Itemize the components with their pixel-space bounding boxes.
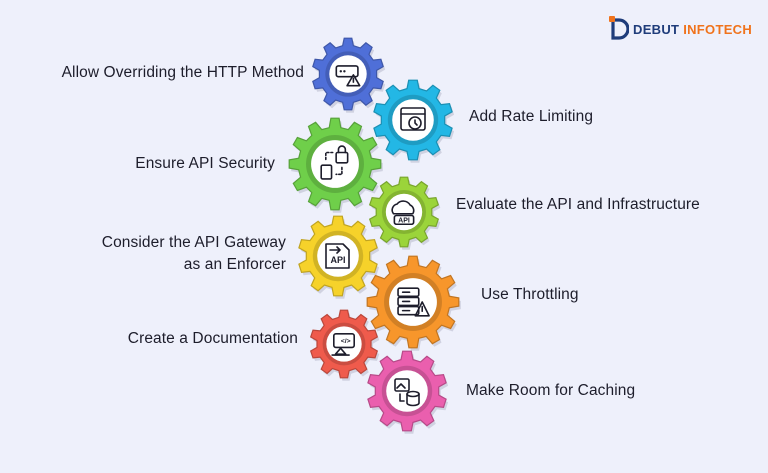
brand-word-1: DEBUT	[633, 21, 680, 37]
step-label-2: Add Rate Limiting	[469, 108, 594, 125]
step-label-8: Make Room for Caching	[466, 382, 636, 399]
image-database-icon	[394, 378, 420, 407]
gear-center	[392, 99, 434, 141]
gear-8	[367, 350, 449, 434]
gear-3	[288, 117, 383, 213]
step-label-5: Consider the API Gateway as an Enforcer	[101, 234, 286, 273]
step-label-4: Evaluate the API and Infrastructure	[456, 196, 700, 213]
gear-2	[373, 79, 455, 163]
server-warning-icon	[335, 65, 361, 87]
code-browser-icon: </>	[331, 332, 355, 356]
step-label-6: Use Throttling	[481, 286, 579, 303]
server-alert-icon	[397, 287, 430, 317]
gear-center	[311, 140, 359, 188]
gear-6	[366, 255, 461, 351]
gear-5: API	[298, 215, 380, 299]
step-label-3: Ensure API Security	[135, 155, 275, 172]
gear-center	[329, 55, 367, 93]
window-timer-icon	[400, 107, 426, 131]
step-label-1: Allow Overriding the HTTP Method	[61, 64, 304, 81]
code-browser-icon-text: </>	[341, 338, 351, 345]
cloud-api-icon-text: API	[398, 218, 410, 225]
secure-transfer-icon	[320, 145, 349, 180]
logo-icon	[609, 16, 629, 40]
gear-center	[326, 326, 362, 362]
api-gateway-icon: API	[325, 243, 350, 269]
gear-4: API	[368, 176, 441, 250]
gear-7: </>	[309, 309, 380, 381]
api-gateway-icon-text: API	[330, 255, 345, 265]
gear-1	[312, 37, 386, 113]
brand-logo: DEBUT INFOTECH	[609, 16, 752, 42]
gear-center	[389, 278, 437, 326]
cloud-api-icon: API	[391, 200, 415, 226]
step-label-7: Create a Documentation	[127, 330, 298, 347]
brand-word-2: INFOTECH	[683, 21, 753, 37]
